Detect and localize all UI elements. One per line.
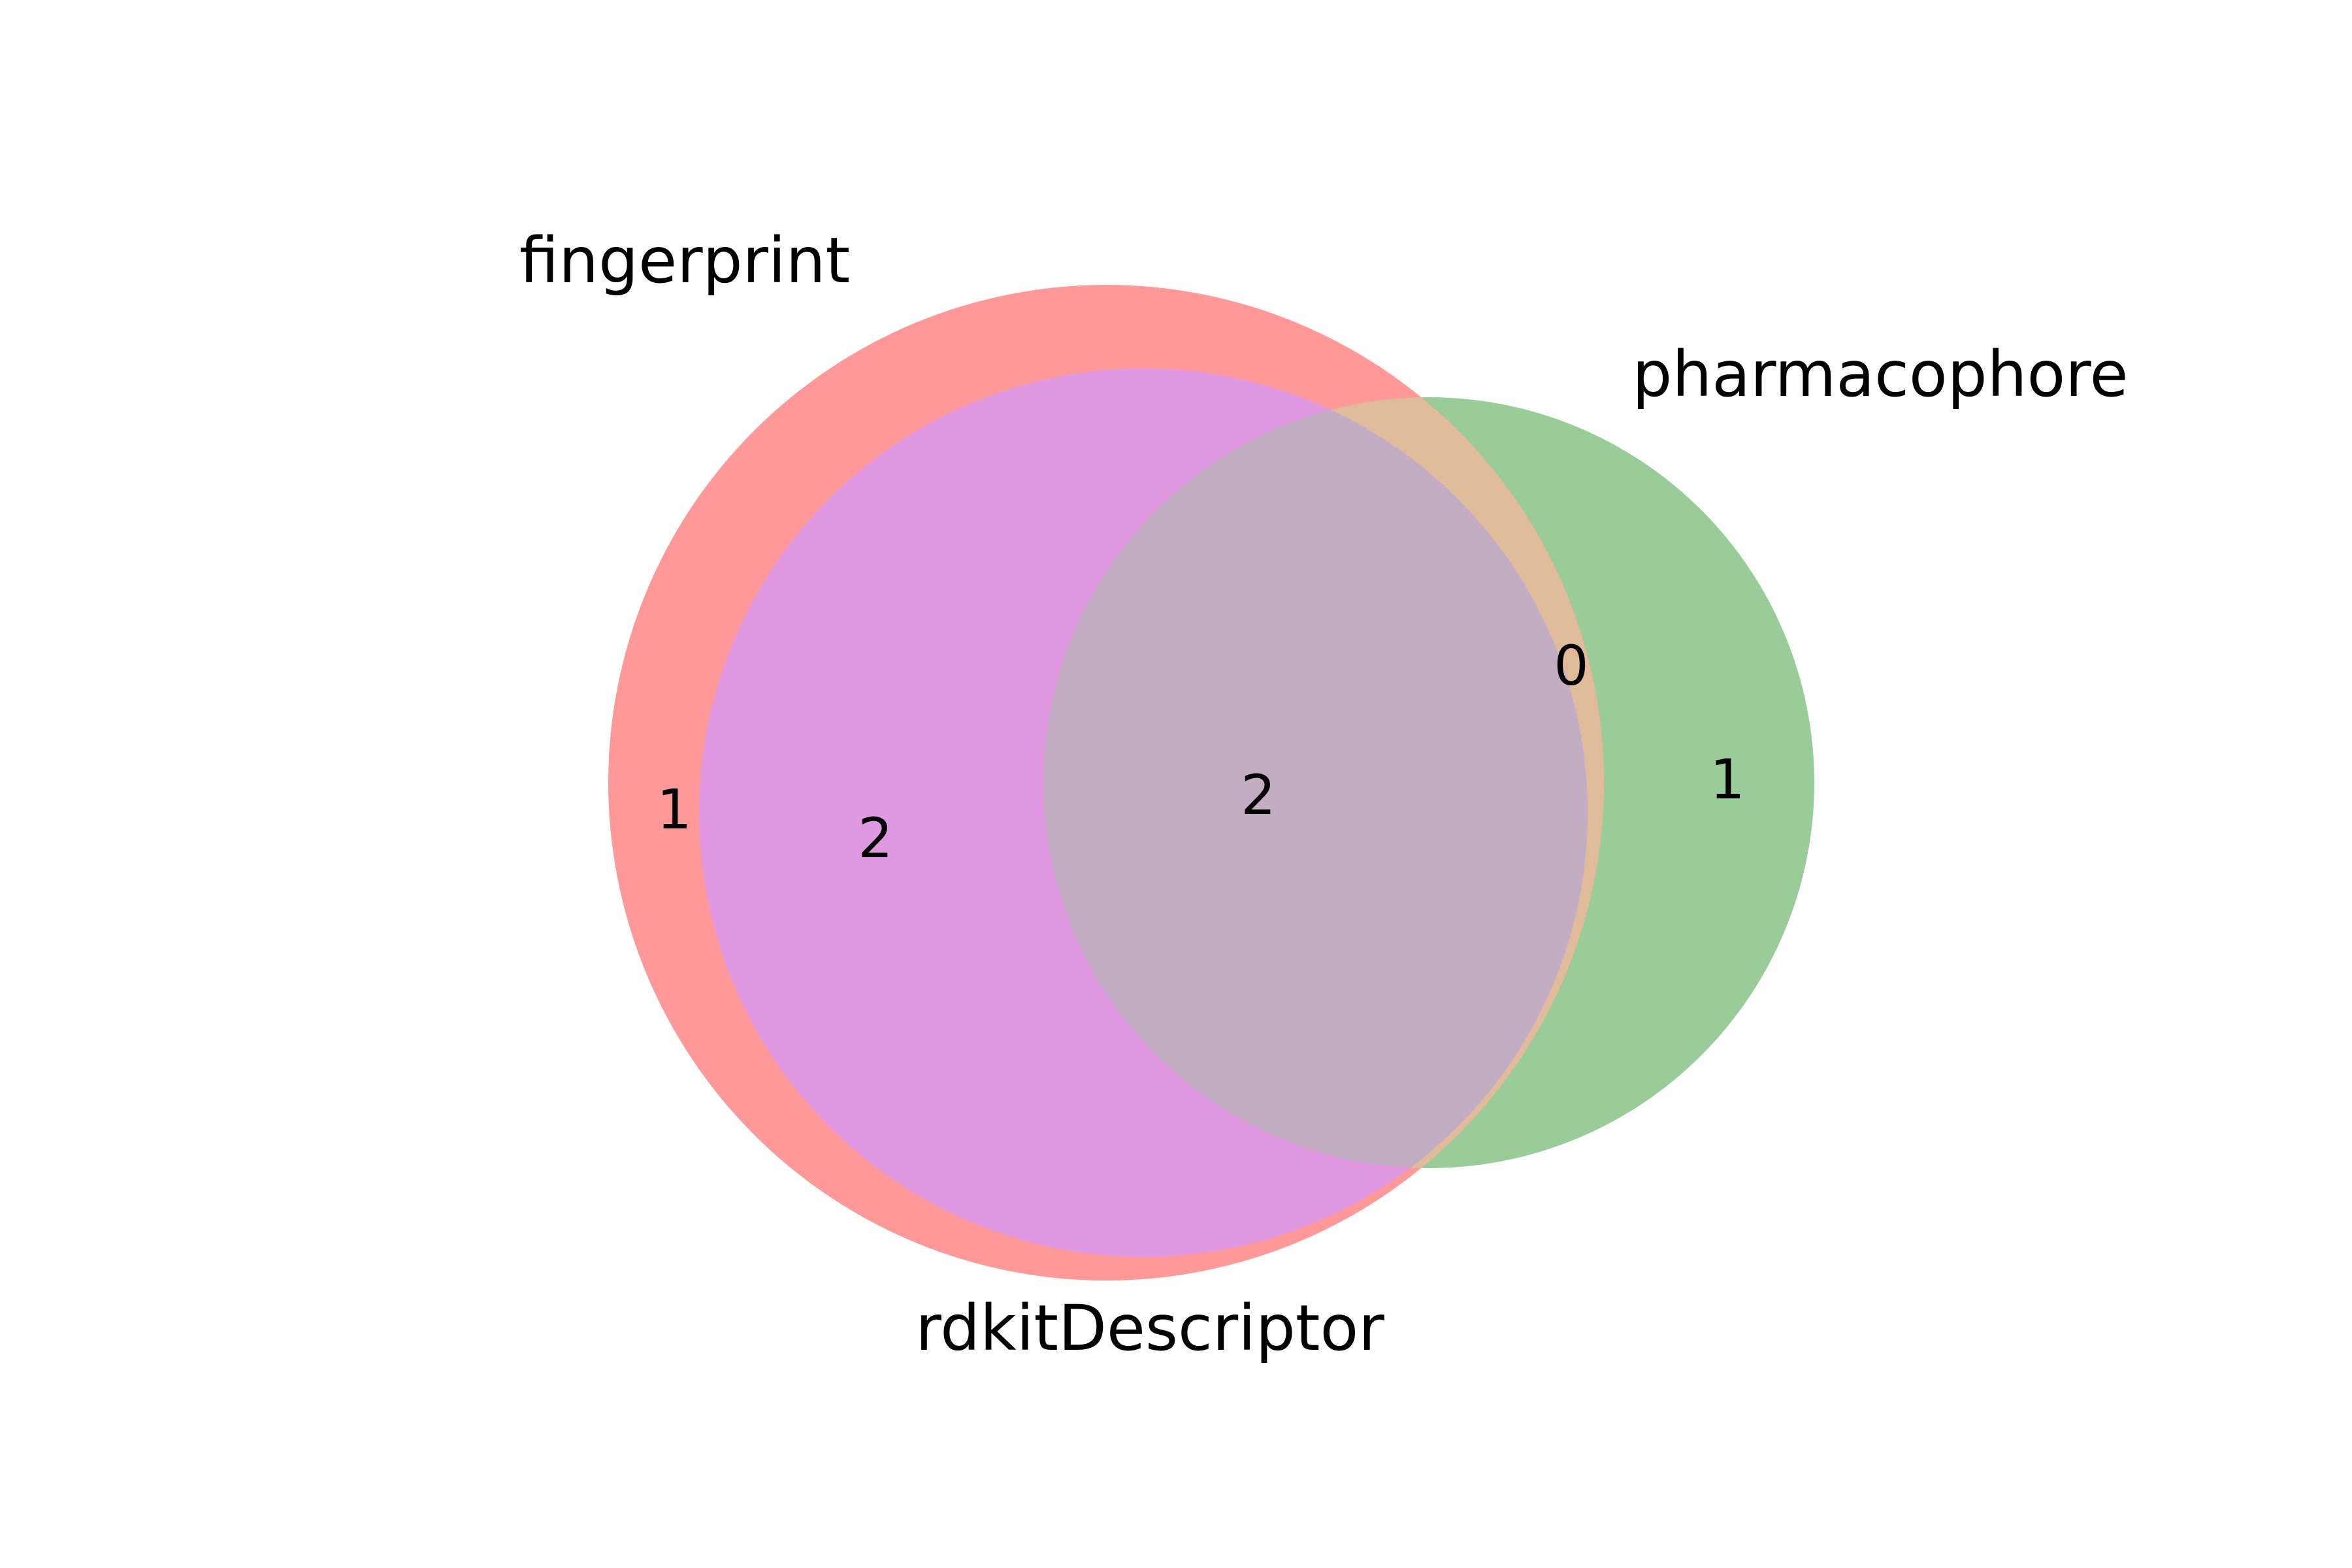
set-label-rdkitDescriptor: rdkitDescriptor [915, 1292, 1384, 1365]
count-all-three: 2 [1241, 763, 1275, 827]
set-label-fingerprint: fingerprint [519, 224, 850, 297]
count-fingerprint-rdkitDescriptor: 2 [858, 806, 892, 870]
count-fingerprint-pharmacophore: 0 [1554, 634, 1588, 698]
count-fingerprint-only: 1 [657, 777, 691, 841]
count-pharmacophore-only: 1 [1710, 747, 1744, 811]
set-label-pharmacophore: pharmacophore [1632, 338, 2128, 411]
all-three-overlap [1043, 397, 1588, 1168]
